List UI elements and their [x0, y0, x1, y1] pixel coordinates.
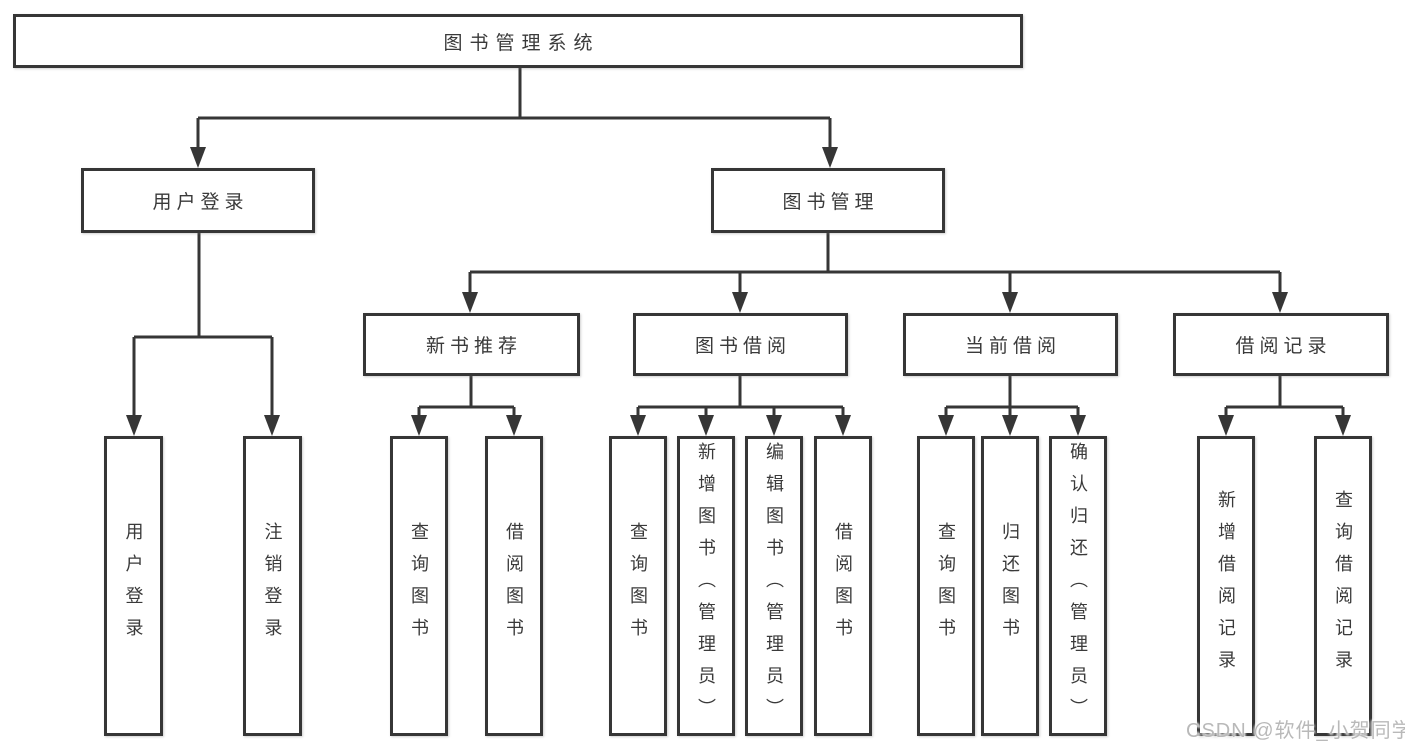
- connector-root-to-level2: [190, 68, 838, 168]
- node-label: 图书借阅: [694, 336, 791, 357]
- leaf-query-books: 查询图书: [917, 436, 975, 736]
- node-new-book-recommendation: 新书推荐: [363, 313, 580, 376]
- arrow-down-icon: [1002, 407, 1018, 436]
- node-library-management-system: 图书管理系统: [13, 14, 1023, 68]
- connector-current-borrow-children: [938, 376, 1086, 436]
- leaf-logout: 注销登录: [243, 436, 302, 736]
- leaf-query-books: 查询图书: [390, 436, 448, 736]
- leaf-label: 借阅图书: [833, 522, 853, 650]
- arrow-down-icon: [822, 118, 838, 168]
- arrow-down-icon: [506, 407, 522, 436]
- node-borrowing-records: 借阅记录: [1173, 313, 1389, 376]
- leaf-user-login: 用户登录: [104, 436, 163, 736]
- arrow-down-icon: [462, 272, 478, 313]
- node-label: 当前借阅: [964, 336, 1061, 357]
- node-book-borrowing: 图书借阅: [633, 313, 848, 376]
- connector-book-mgmt-children: [462, 233, 1288, 313]
- connector-user-login-children: [126, 233, 280, 436]
- arrow-down-icon: [732, 272, 748, 313]
- leaf-label: 查询借阅记录: [1333, 490, 1353, 682]
- node-label: 图书管理系统: [443, 32, 600, 54]
- arrow-down-icon: [766, 407, 782, 436]
- arrow-down-icon: [411, 407, 427, 436]
- leaf-confirm-return-admin: 确认归还（管理员）: [1049, 436, 1107, 736]
- node-label: 图书管理: [782, 192, 879, 213]
- leaf-label: 新增借阅记录: [1216, 490, 1236, 682]
- arrow-down-icon: [1002, 272, 1018, 313]
- node-label: 借阅记录: [1235, 336, 1332, 357]
- leaf-label: 查询图书: [936, 522, 956, 650]
- leaf-label: 编辑图书（管理员）: [764, 442, 784, 730]
- leaf-label: 查询图书: [628, 522, 648, 650]
- leaf-borrow-books: 借阅图书: [485, 436, 543, 736]
- node-label: 新书推荐: [425, 336, 522, 357]
- arrow-down-icon: [264, 337, 280, 436]
- leaf-return-books: 归还图书: [981, 436, 1039, 736]
- arrow-down-icon: [835, 407, 851, 436]
- leaf-add-books-admin: 新增图书（管理员）: [677, 436, 735, 736]
- leaf-query-books: 查询图书: [609, 436, 667, 736]
- connector-borrow-record-children: [1218, 376, 1351, 436]
- connector-new-book-rec-children: [411, 376, 522, 436]
- node-label: 用户登录: [152, 192, 249, 213]
- arrow-down-icon: [126, 337, 142, 436]
- arrow-down-icon: [630, 407, 646, 436]
- leaf-label: 归还图书: [1000, 522, 1020, 650]
- arrow-down-icon: [190, 118, 206, 168]
- leaf-label: 借阅图书: [504, 522, 524, 650]
- arrow-down-icon: [1335, 407, 1351, 436]
- arrow-down-icon: [698, 407, 714, 436]
- leaf-label: 注销登录: [262, 522, 283, 650]
- leaf-label: 查询图书: [409, 522, 429, 650]
- arrow-down-icon: [1272, 272, 1288, 313]
- arrow-down-icon: [1218, 407, 1234, 436]
- node-user-login: 用户登录: [81, 168, 315, 233]
- leaf-label: 用户登录: [123, 522, 144, 650]
- node-current-borrowing: 当前借阅: [903, 313, 1118, 376]
- leaf-borrow-books: 借阅图书: [814, 436, 872, 736]
- leaf-add-borrow-record: 新增借阅记录: [1197, 436, 1255, 736]
- leaf-label: 新增图书（管理员）: [696, 442, 716, 730]
- leaf-edit-books-admin: 编辑图书（管理员）: [745, 436, 803, 736]
- arrow-down-icon: [938, 407, 954, 436]
- arrow-down-icon: [1070, 407, 1086, 436]
- leaf-query-borrow-record: 查询借阅记录: [1314, 436, 1372, 736]
- node-book-management: 图书管理: [711, 168, 945, 233]
- leaf-label: 确认归还（管理员）: [1068, 442, 1088, 730]
- connector-book-borrow-children: [630, 376, 851, 436]
